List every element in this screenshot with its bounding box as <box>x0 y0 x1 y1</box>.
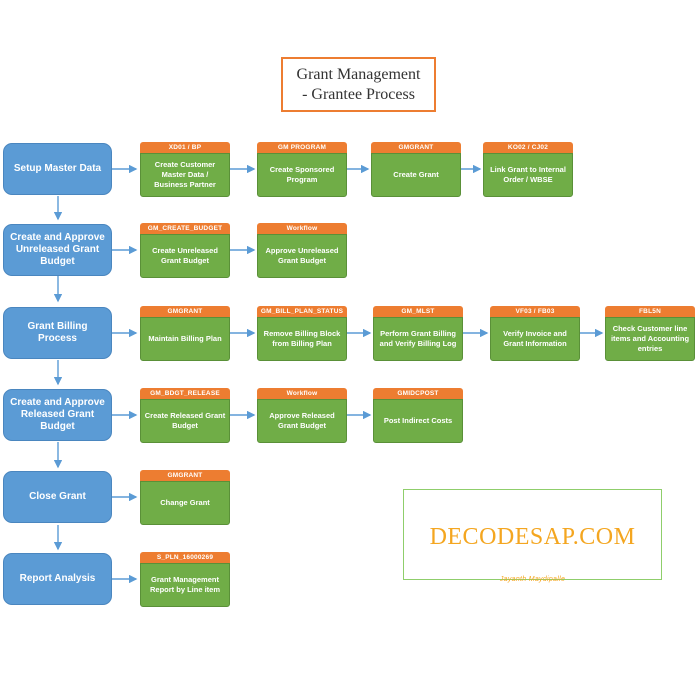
step-label: Create Sponsored Program <box>257 153 347 197</box>
step-label: Create Customer Master Data / Business P… <box>140 153 230 197</box>
step-verify-invoice: VF03 / FB03 Verify Invoice and Grant Inf… <box>490 306 580 361</box>
step-create-customer: XD01 / BP Create Customer Master Data / … <box>140 142 230 197</box>
tcode-label: S_PLN_16000269 <box>140 552 230 563</box>
step-label: Grant Management Report by Line item <box>140 563 230 607</box>
decodesap-watermark: DECODESAP.COM Jayanth Maydipalle <box>403 489 662 583</box>
tcode-label: GMIDCPOST <box>373 388 463 399</box>
step-label: Link Grant to Internal Order / WBSE <box>483 153 573 197</box>
step-label: Approve Released Grant Budget <box>257 399 347 443</box>
step-label: Check Customer line items and Accounting… <box>605 317 695 361</box>
tcode-label: XD01 / BP <box>140 142 230 153</box>
step-post-indirect-costs: GMIDCPOST Post Indirect Costs <box>373 388 463 443</box>
diagram-title: Grant Management - Grantee Process <box>281 57 436 112</box>
step-label: Create Unreleased Grant Budget <box>140 234 230 278</box>
watermark-author: Jayanth Maydipalle <box>499 576 566 583</box>
step-link-grant: KO02 / CJ02 Link Grant to Internal Order… <box>483 142 573 197</box>
step-change-grant: GMGRANT Change Grant <box>140 470 230 525</box>
step-label: Maintain Billing Plan <box>140 317 230 361</box>
step-create-released-budget: GM_BDGT_RELEASE Create Released Grant Bu… <box>140 388 230 443</box>
tcode-label: KO02 / CJ02 <box>483 142 573 153</box>
tcode-label: Workflow <box>257 388 347 399</box>
step-label: Post Indirect Costs <box>373 399 463 443</box>
tcode-label: Workflow <box>257 223 347 234</box>
stage-close-grant: Close Grant <box>3 471 112 523</box>
stage-released-budget: Create and Approve Released Grant Budget <box>3 389 112 441</box>
tcode-label: GMGRANT <box>371 142 461 153</box>
step-perform-grant-billing: GM_MLST Perform Grant Billing and Verify… <box>373 306 463 361</box>
title-line-2: - Grantee Process <box>302 85 415 103</box>
tcode-label: VF03 / FB03 <box>490 306 580 317</box>
step-label: Perform Grant Billing and Verify Billing… <box>373 317 463 361</box>
step-label: Approve Unreleased Grant Budget <box>257 234 347 278</box>
step-maintain-billing-plan: GMGRANT Maintain Billing Plan <box>140 306 230 361</box>
step-label: Verify Invoice and Grant Information <box>490 317 580 361</box>
tcode-label: GM_BDGT_RELEASE <box>140 388 230 399</box>
step-label: Remove Billing Block from Billing Plan <box>257 317 347 361</box>
step-label: Create Grant <box>371 153 461 197</box>
step-approve-released-budget: Workflow Approve Released Grant Budget <box>257 388 347 443</box>
step-create-sponsored-program: GM PROGRAM Create Sponsored Program <box>257 142 347 197</box>
tcode-label: GM PROGRAM <box>257 142 347 153</box>
stage-report-analysis: Report Analysis <box>3 553 112 605</box>
tcode-label: GM_CREATE_BUDGET <box>140 223 230 234</box>
step-create-unreleased-budget: GM_CREATE_BUDGET Create Unreleased Grant… <box>140 223 230 278</box>
stage-setup-master-data: Setup Master Data <box>3 143 112 195</box>
step-approve-unreleased-budget: Workflow Approve Unreleased Grant Budget <box>257 223 347 278</box>
tcode-label: GM_MLST <box>373 306 463 317</box>
stage-unreleased-budget: Create and Approve Unreleased Grant Budg… <box>3 224 112 276</box>
step-check-customer-line-items: FBL5N Check Customer line items and Acco… <box>605 306 695 361</box>
watermark-name: DECODESAP.COM <box>429 524 636 550</box>
step-remove-billing-block: GM_BILL_PLAN_STATUS Remove Billing Block… <box>257 306 347 361</box>
tcode-label: GMGRANT <box>140 470 230 481</box>
step-label: Create Released Grant Budget <box>140 399 230 443</box>
stage-grant-billing: Grant Billing Process <box>3 307 112 359</box>
tcode-label: GMGRANT <box>140 306 230 317</box>
step-label: Change Grant <box>140 481 230 525</box>
title-line-1: Grant Management <box>296 65 421 83</box>
step-create-grant: GMGRANT Create Grant <box>371 142 461 197</box>
step-grant-report: S_PLN_16000269 Grant Management Report b… <box>140 552 230 607</box>
tcode-label: GM_BILL_PLAN_STATUS <box>257 306 347 317</box>
tcode-label: FBL5N <box>605 306 695 317</box>
